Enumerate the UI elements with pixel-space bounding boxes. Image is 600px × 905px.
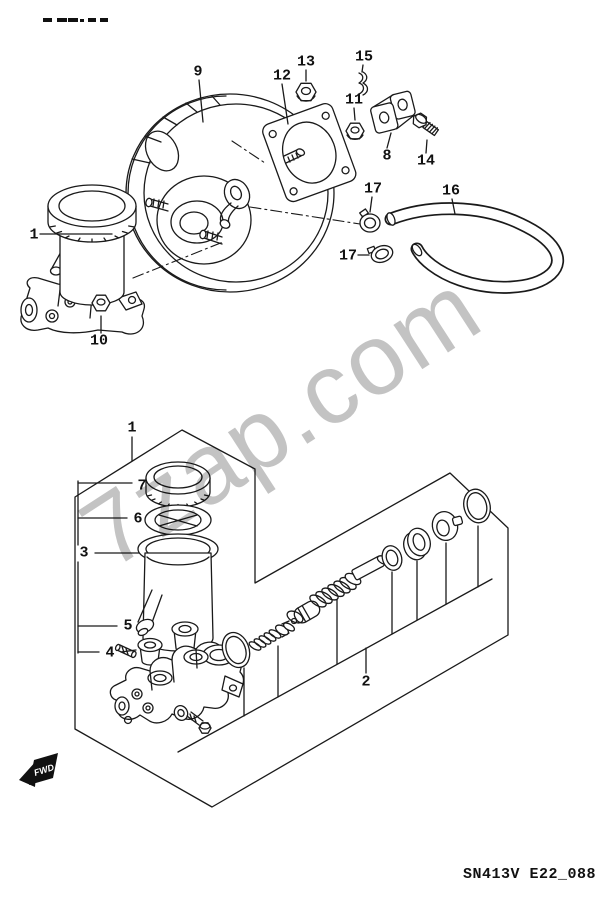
part-number-label: 17 bbox=[363, 180, 383, 198]
part-number-label: 8 bbox=[382, 147, 392, 165]
upper-master-cylinder-drawing bbox=[20, 184, 146, 335]
part-number-label: 5 bbox=[123, 617, 133, 635]
clevis-bracket bbox=[370, 90, 416, 134]
cropped-text-fragments bbox=[43, 18, 108, 22]
part-number-label: 13 bbox=[296, 53, 316, 71]
gasket-drawing bbox=[262, 103, 357, 203]
leader-lines-upper bbox=[39, 64, 456, 334]
clip-pin bbox=[358, 71, 369, 96]
reservoir-parts-drawing bbox=[114, 461, 219, 666]
fwd-arrow: FWD bbox=[19, 753, 58, 787]
part-number-label: 3 bbox=[79, 544, 89, 562]
part-number-label: 16 bbox=[441, 182, 461, 200]
part-number-label: 17 bbox=[338, 247, 358, 265]
cylinder-body-drawing bbox=[109, 641, 245, 734]
part-number-label: 1 bbox=[29, 226, 39, 244]
vacuum-hose-drawing bbox=[359, 202, 565, 294]
hose-clamp bbox=[366, 244, 394, 264]
part-number-label: 15 bbox=[354, 48, 374, 66]
booster-studs bbox=[145, 148, 306, 245]
part-number-label: 2 bbox=[361, 673, 371, 691]
part-number-label: 9 bbox=[193, 63, 203, 81]
part-number-label: 12 bbox=[272, 67, 292, 85]
part-number-label: 14 bbox=[416, 152, 436, 170]
part-number-label: 6 bbox=[133, 510, 143, 528]
part-number-label: 1 bbox=[127, 419, 137, 437]
piston-kit-drawing bbox=[177, 488, 493, 753]
assembly-axis-lines bbox=[132, 140, 361, 279]
drawing-code: SN413V E22_088 bbox=[463, 866, 597, 883]
bolt bbox=[412, 112, 440, 137]
hose-clamp bbox=[359, 208, 381, 233]
part-number-label: 10 bbox=[89, 332, 109, 350]
part-number-label: 11 bbox=[344, 91, 364, 109]
small-fasteners bbox=[295, 71, 440, 140]
part-number-label: 4 bbox=[105, 644, 115, 662]
part-number-label: 7 bbox=[137, 477, 147, 495]
